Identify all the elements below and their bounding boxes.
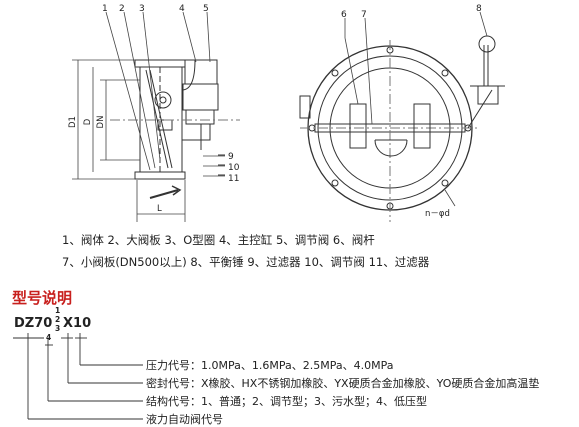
callout-1: 1 <box>102 4 108 14</box>
callout-6: 6 <box>341 10 347 20</box>
section-title: 型号说明 <box>12 289 73 307</box>
model-structure-digit-1: 1 <box>55 306 61 315</box>
callout-7: 7 <box>361 10 367 20</box>
side-view <box>110 59 240 199</box>
callout-2: 2 <box>119 4 125 14</box>
dim-l: L <box>157 204 162 214</box>
valve-type-code-explanation: 液力自动阀代号 <box>146 413 223 426</box>
pressure-code-explanation: 压力代号：1.0MPa、1.6MPa、2.5MPa、4.0MPa <box>146 359 394 372</box>
dim-d: D <box>83 118 93 125</box>
callout-10: 10 <box>228 163 240 173</box>
callout-3: 3 <box>139 4 145 14</box>
seal-code-explanation: 密封代号：X橡胶、HX不锈钢加橡胶、YX硬质合金加橡胶、YO硬质合金加高温垫 <box>146 377 540 390</box>
front-view <box>299 35 505 222</box>
callout-5: 5 <box>203 4 209 14</box>
callout-leaders-right <box>344 11 488 207</box>
dim-dn: DN <box>96 116 106 129</box>
callout-11: 11 <box>228 174 239 184</box>
model-structure-digit-2: 2 <box>55 315 61 324</box>
model-structure-digit-4: 4 <box>46 333 52 342</box>
callout-4: 4 <box>179 4 185 14</box>
dim-bolts: n－φd <box>425 209 450 219</box>
model-connectors <box>13 333 143 420</box>
model-code-prefix: DZ70 <box>14 316 53 331</box>
parts-legend-line-1: 1、阀体 2、大阀板 3、O型圈 4、主控缸 5、调节阀 6、阀杆 <box>62 233 375 247</box>
parts-legend-line-2: 7、小阀板(DN500以上) 8、平衡锤 9、过滤器 10、调节阀 11、过滤器 <box>62 255 430 269</box>
callout-8: 8 <box>476 4 482 14</box>
model-code-suffix: X10 <box>63 316 92 331</box>
model-structure-digit-3: 3 <box>55 324 61 333</box>
callout-9: 9 <box>228 152 234 162</box>
dimension-lines <box>72 59 186 222</box>
structure-code-explanation: 结构代号：1、普通；2、调节型；3、污水型；4、低压型 <box>146 395 427 408</box>
callout-leaders-left <box>105 11 225 177</box>
dim-d1: D1 <box>68 116 78 128</box>
